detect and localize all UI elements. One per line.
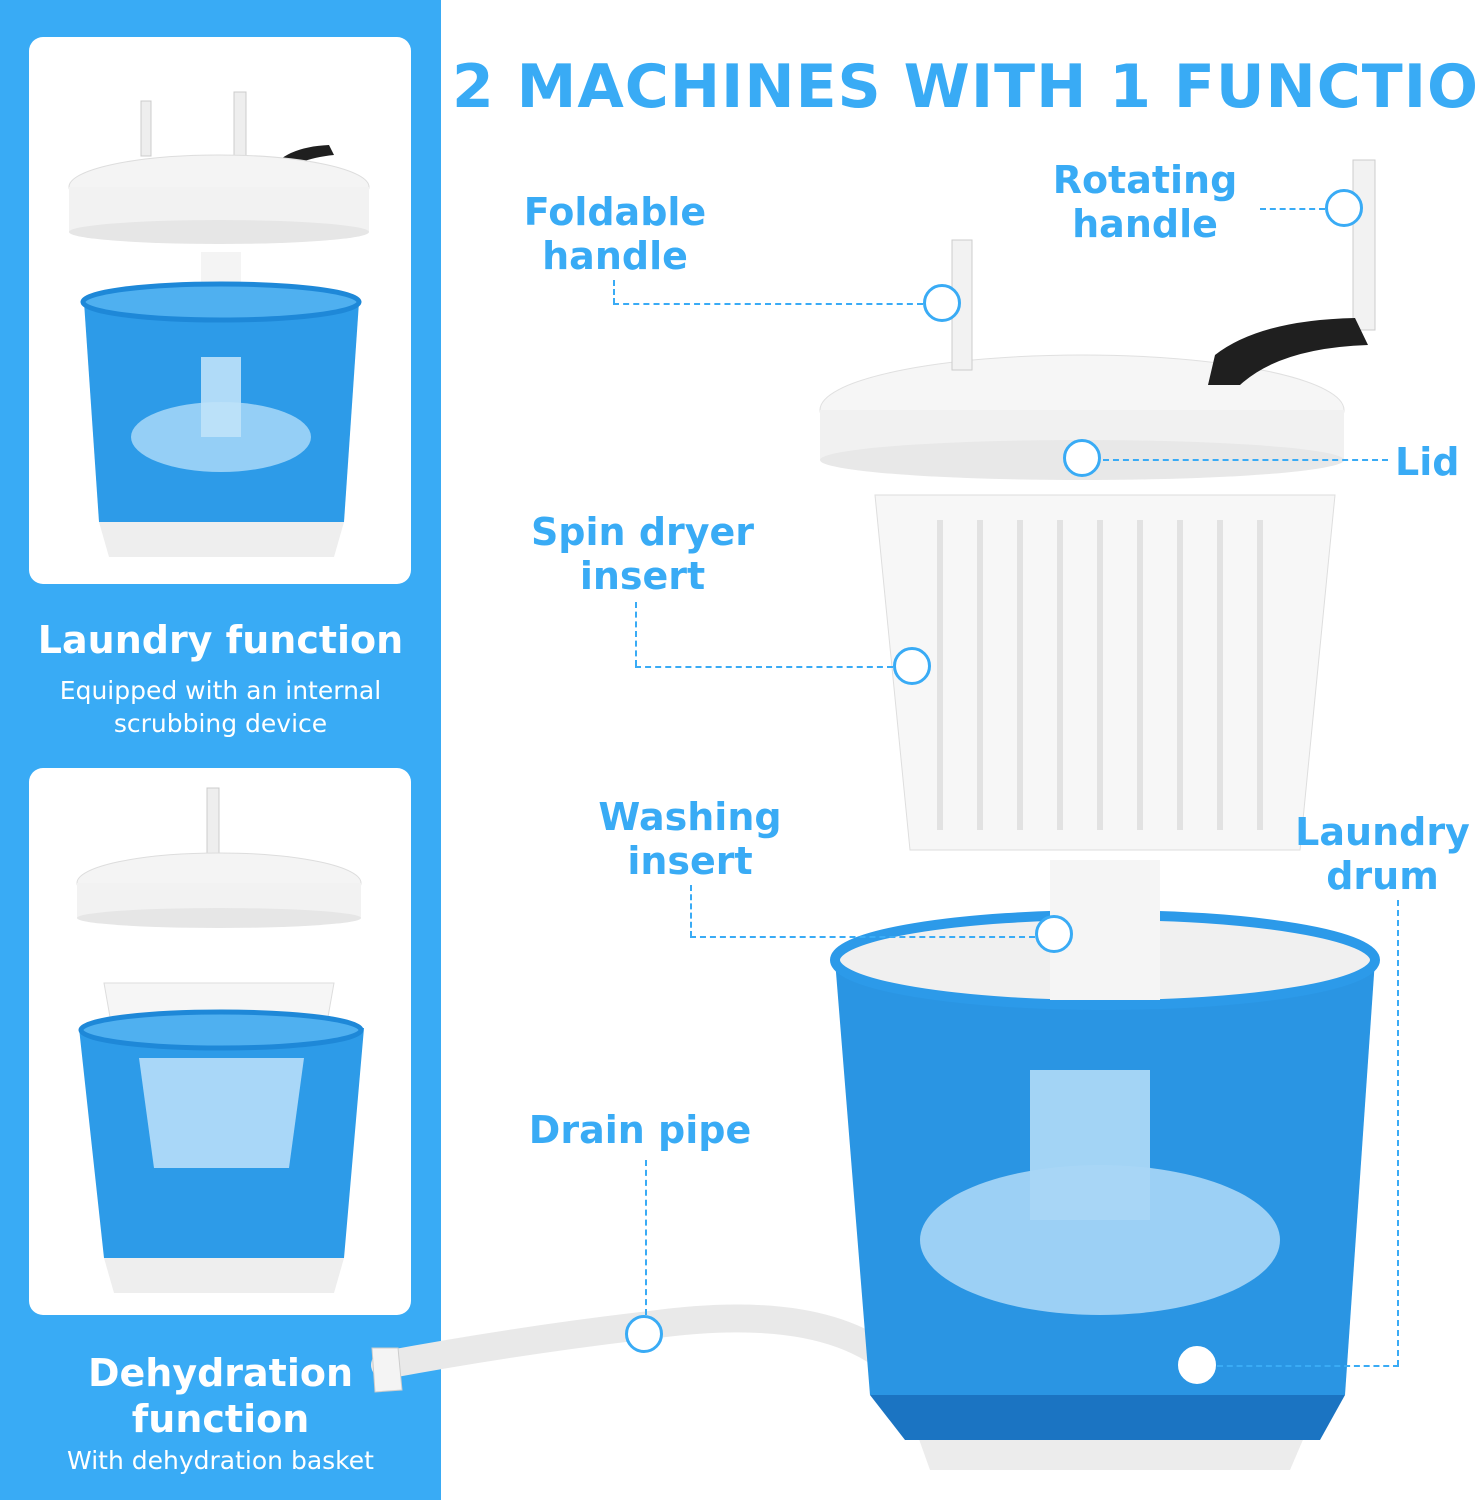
connector-line <box>1260 208 1325 210</box>
callout-washing-insert-line2: insert <box>627 839 753 883</box>
callout-rotating-handle: Rotating handle <box>1040 158 1250 246</box>
callout-marker-lid <box>1063 439 1101 477</box>
connector-line <box>635 602 637 666</box>
callout-lid: Lid <box>1395 440 1460 484</box>
callout-laundry-drum: Laundry drum <box>1285 810 1480 898</box>
connector-line <box>690 936 1035 938</box>
laundry-function-subtitle-line1: Equipped with an internal <box>59 676 382 705</box>
connector-line <box>645 1160 647 1315</box>
connector-line <box>1397 900 1399 1366</box>
dehydration-function-image-card <box>29 768 411 1315</box>
connector-line <box>613 280 615 304</box>
callout-marker-washing-insert <box>1035 915 1073 953</box>
callout-rotating-handle-line2: handle <box>1072 202 1218 246</box>
sidebar-panel: Laundry function Equipped with an intern… <box>0 0 441 1500</box>
callout-drain-pipe: Drain pipe <box>528 1108 752 1152</box>
callout-foldable-handle-line1: Foldable <box>523 190 707 234</box>
callout-marker-drain-pipe <box>625 1315 663 1353</box>
connector-line <box>690 885 692 937</box>
callout-foldable-handle-line2: handle <box>542 234 688 278</box>
connector-line <box>1217 1365 1399 1367</box>
connector-line <box>635 666 893 668</box>
dehydration-function-title-line2: function <box>131 1397 310 1441</box>
callout-washing-insert: Washing insert <box>585 795 795 883</box>
callout-spin-dryer-insert-line2: insert <box>579 554 706 598</box>
callout-marker-rotating-handle <box>1325 189 1363 227</box>
callout-marker-foldable-handle <box>923 284 961 322</box>
callout-spin-dryer-insert-line1: Spin dryer <box>530 510 755 554</box>
callout-washing-insert-line1: Washing <box>598 795 782 839</box>
dehydration-machine-illustration <box>76 787 364 1293</box>
callout-spin-dryer-insert: Spin dryer insert <box>520 510 765 598</box>
connector-line <box>613 303 923 305</box>
connector-line <box>1103 459 1388 461</box>
callout-marker-spin-dryer-insert <box>893 647 931 685</box>
callout-rotating-handle-line1: Rotating <box>1052 158 1238 202</box>
laundry-function-title: Laundry function <box>37 618 404 662</box>
laundry-function-image-card <box>29 37 411 584</box>
dehydration-function-title-line1: Dehydration <box>87 1351 354 1395</box>
callout-laundry-drum-line2: drum <box>1326 854 1439 898</box>
callout-laundry-drum-line1: Laundry <box>1295 810 1470 854</box>
dehydration-function-subtitle: With dehydration basket <box>67 1446 374 1475</box>
laundry-function-subtitle-line2: scrubbing device <box>113 709 328 738</box>
callout-marker-laundry-drum <box>1178 1346 1216 1384</box>
laundry-machine-illustration <box>68 91 370 557</box>
page-title: 2 MACHINES WITH 1 FUNCTION <box>452 52 1482 122</box>
callout-foldable-handle: Foldable handle <box>510 190 720 278</box>
